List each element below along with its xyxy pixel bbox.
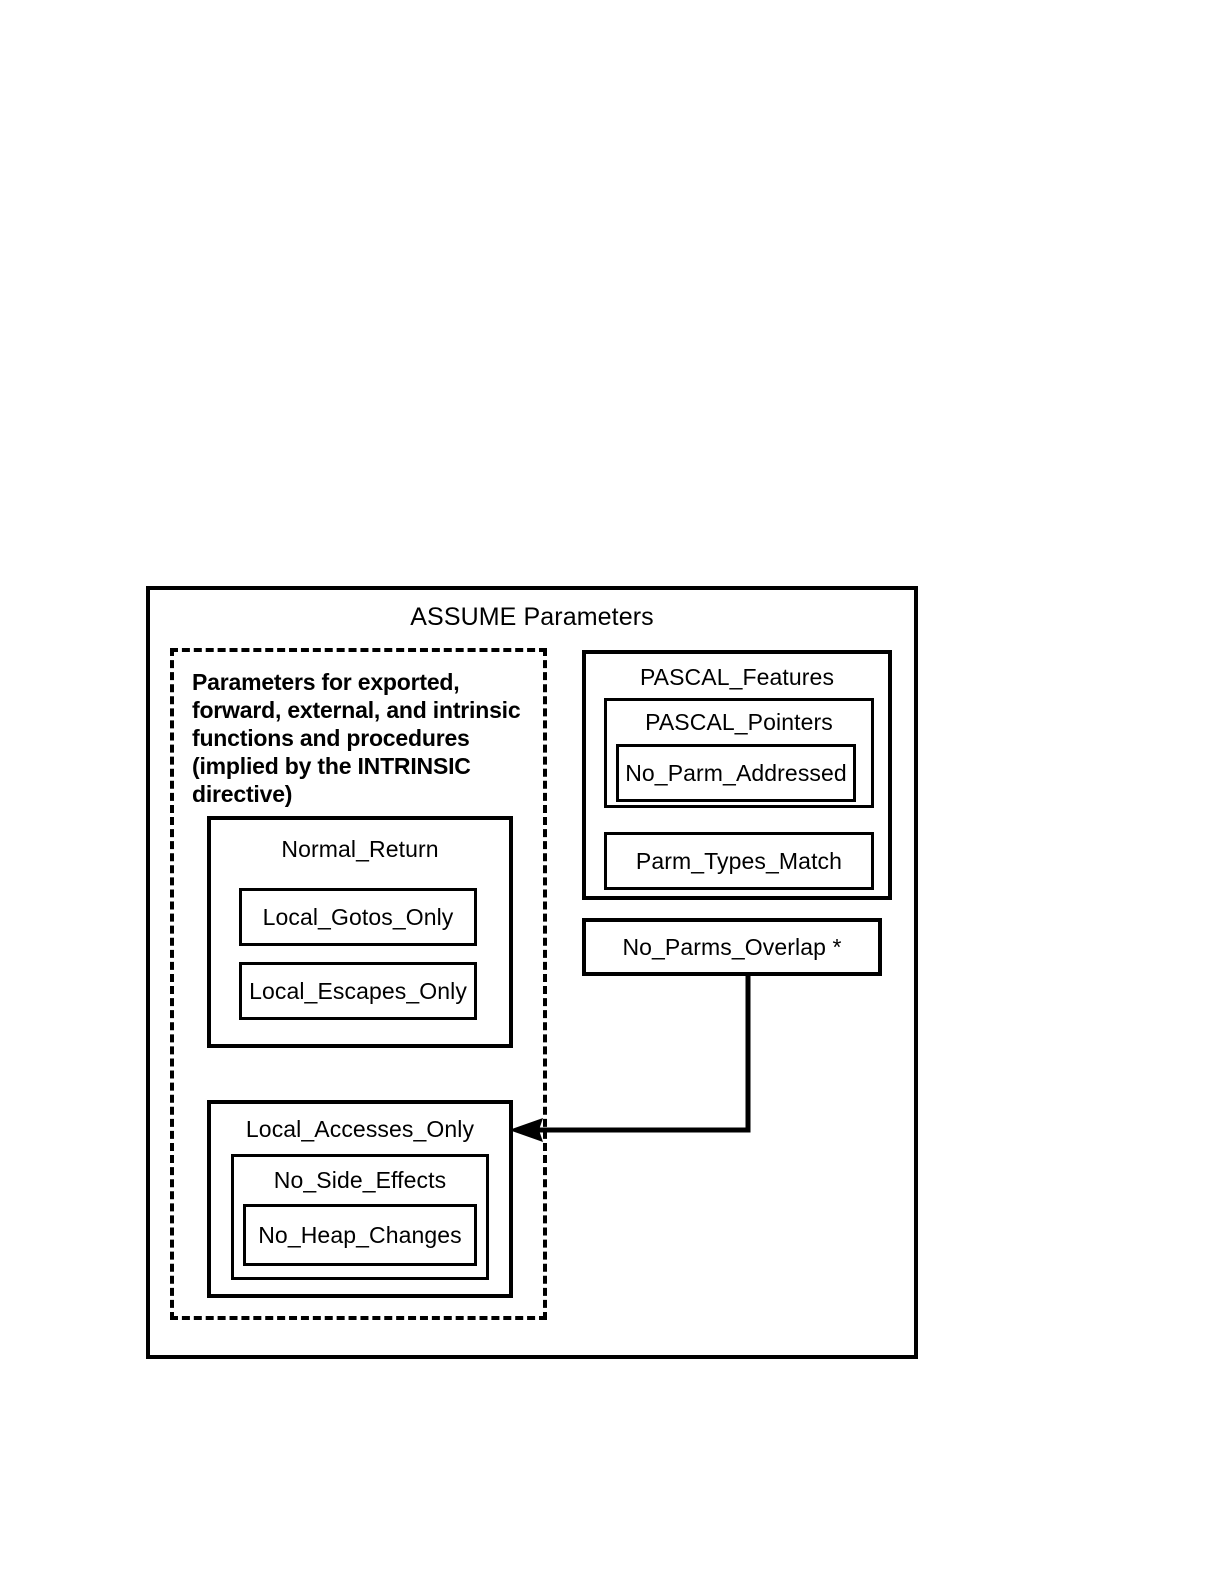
box-local-escapes-only: Local_Escapes_Only — [239, 962, 477, 1020]
box-no-parms-overlap: No_Parms_Overlap * — [582, 918, 882, 976]
box-normal-return-label: Normal_Return — [281, 836, 439, 862]
page-title: ASSUME Parameters — [410, 603, 654, 631]
implied-parameters-note: Parameters for exported, forward, extern… — [192, 669, 521, 807]
box-no-parms-overlap-label: No_Parms_Overlap * — [622, 934, 842, 960]
box-no-heap-changes: No_Heap_Changes — [243, 1204, 477, 1266]
box-no-side-effects-label: No_Side_Effects — [273, 1167, 447, 1193]
box-pascal-pointers-label: PASCAL_Pointers — [645, 709, 833, 735]
box-no-heap-changes-label: No_Heap_Changes — [258, 1222, 462, 1248]
box-no-parm-addressed: No_Parm_Addressed — [616, 744, 856, 802]
box-parm-types-match: Parm_Types_Match — [604, 832, 874, 890]
box-local-accesses-only-label: Local_Accesses_Only — [245, 1116, 475, 1142]
box-parm-types-match-label: Parm_Types_Match — [635, 848, 843, 874]
box-local-gotos-only-label: Local_Gotos_Only — [262, 904, 454, 930]
box-local-gotos-only: Local_Gotos_Only — [239, 888, 477, 946]
box-no-parm-addressed-label: No_Parm_Addressed — [625, 760, 847, 786]
box-pascal-features-label: PASCAL_Features — [639, 664, 835, 690]
box-local-escapes-only-label: Local_Escapes_Only — [249, 978, 467, 1004]
